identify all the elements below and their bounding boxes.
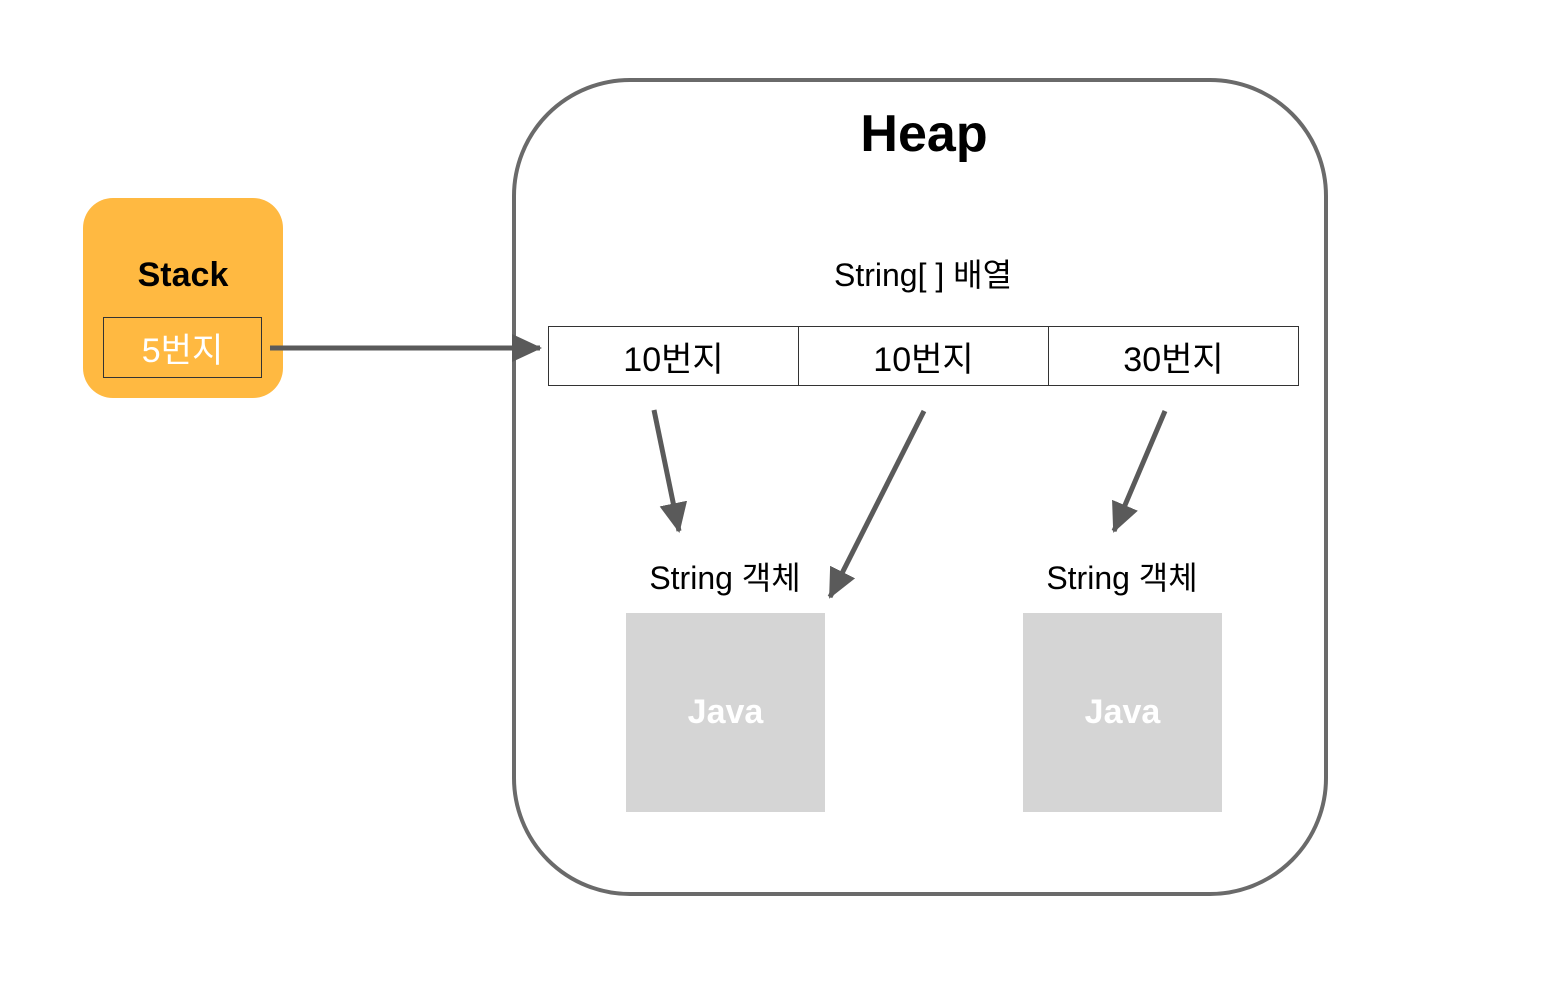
string-object-2: Java xyxy=(1023,613,1222,812)
string-object-label-2: String 객체 xyxy=(1046,560,1198,596)
string-object-1: Java xyxy=(626,613,825,812)
string-object-label-1: String 객체 xyxy=(649,560,801,596)
cell2-to-object2-arrow xyxy=(1111,410,1168,533)
array-cell-0: 10번지 xyxy=(623,340,724,379)
array-label: String[ ] 배열 xyxy=(833,257,1013,293)
array-cell-2: 30번지 xyxy=(1048,327,1298,385)
heap-title: Heap xyxy=(860,105,988,163)
cell0-to-object1-arrow xyxy=(651,409,688,533)
stack-title: Stack xyxy=(137,256,229,294)
string-array: 10번지 10번지 30번지 xyxy=(548,326,1299,386)
stack-reference-cell: 5번지 xyxy=(103,317,262,378)
stack-box xyxy=(83,198,283,398)
heap-region xyxy=(512,78,1328,896)
cell1-to-object1-arrow xyxy=(827,409,927,599)
array-cell-1: 10번지 xyxy=(798,327,1048,385)
